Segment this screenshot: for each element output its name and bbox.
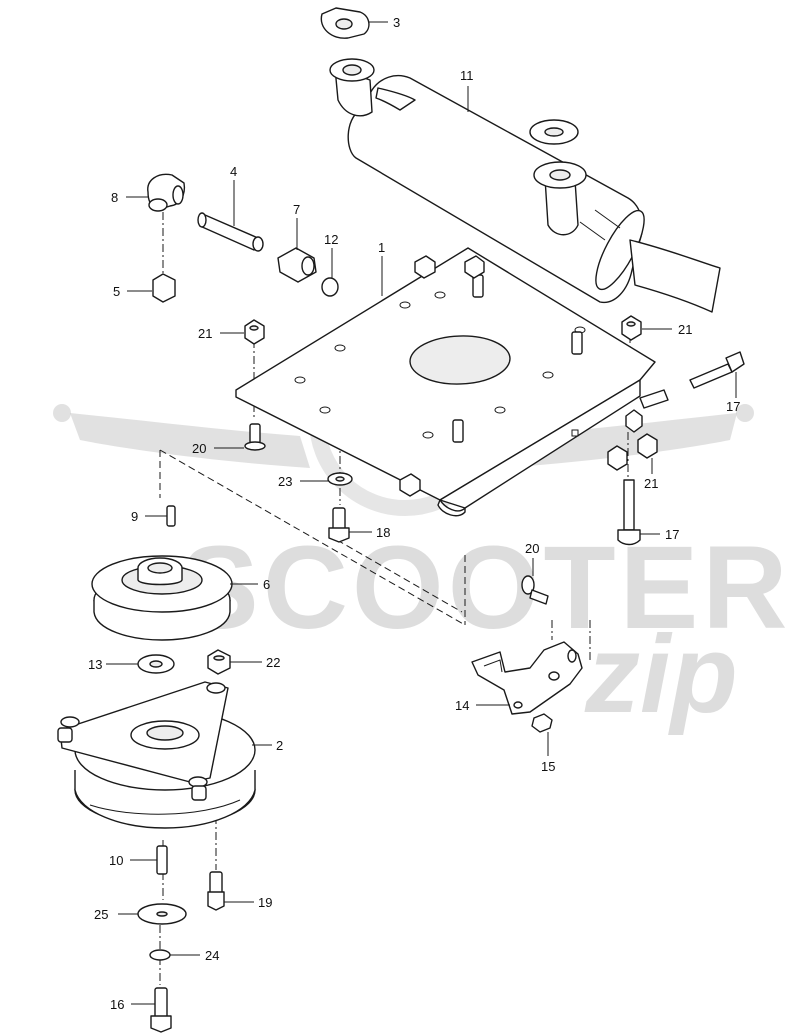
callout-group-8: 8 [111,190,148,205]
washer-23 [327,472,353,486]
callout-15: 15 [541,759,555,774]
callout-group-15: 15 [541,732,555,774]
callout-11: 11 [460,68,474,83]
shoulder-bolt-upper [244,423,266,451]
flange-nuts [244,315,658,471]
callout-25: 25 [94,907,108,922]
callout-6: 6 [263,577,270,592]
callout-group-23: 23 [278,474,328,489]
callout-17-upper: 17 [726,399,740,414]
callout-group-19: 19 [224,895,272,910]
callout-group-4: 4 [230,164,237,226]
callout-group-17a: 17 [726,372,740,414]
callout-20-upper: 20 [192,441,206,456]
callout-group-17b: 17 [640,527,679,542]
shoulder-bolt-lower [521,575,549,605]
callout-group-11: 11 [460,68,474,112]
spacer-19 [207,871,225,911]
callout-group-13: 13 [88,657,138,672]
callout-group-12: 12 [324,232,338,278]
callout-group-16: 16 [110,997,155,1012]
callout-17-lower: 17 [665,527,679,542]
callout-group-7: 7 [293,202,300,250]
callout-group-2: 2 [252,738,283,753]
callout-19: 19 [258,895,272,910]
callout-16: 16 [110,997,124,1012]
callout-group-6: 6 [230,577,270,592]
callout-22: 22 [266,655,280,670]
callout-group-20b: 20 [525,541,539,576]
gasket-top [320,7,370,39]
key-10 [156,845,168,875]
callout-group-24: 24 [170,948,219,963]
pulley [91,555,233,641]
lock-washer-24 [149,949,171,961]
callout-9: 9 [131,509,138,524]
callout-3: 3 [393,15,400,30]
callout-23: 23 [278,474,292,489]
callout-group-18: 18 [349,525,390,540]
callout-5: 5 [113,284,120,299]
bracket [471,641,583,715]
engine-mount-plate [235,247,656,517]
callout-12: 12 [324,232,338,247]
watermark-brand: SCOOTER [180,522,792,654]
callout-20-lower: 20 [525,541,539,556]
callout-1: 1 [378,240,385,255]
callout-13: 13 [88,657,102,672]
callout-group-1: 1 [378,240,385,296]
long-bolt-lower [617,479,641,546]
screw-15 [531,713,553,733]
electric-clutch [57,681,256,829]
callout-21-lower: 21 [644,476,658,491]
callout-group-3: 3 [368,15,400,30]
key-9 [166,505,176,527]
watermark-script: zip [584,613,738,736]
callout-14: 14 [455,698,469,713]
callout-24: 24 [205,948,219,963]
muffler [329,58,721,313]
callout-group-22: 22 [230,655,280,670]
callout-group-25: 25 [94,907,138,922]
callout-21-right: 21 [678,322,692,337]
bolt-18 [328,507,350,543]
exhaust-fittings [147,173,339,303]
nut-22 [207,649,231,675]
callout-group-5: 5 [113,284,152,299]
callout-group-14: 14 [455,698,510,713]
callout-group-21c: 21 [644,458,658,491]
callout-group-9: 9 [131,509,167,524]
callout-group-21a: 21 [198,326,244,341]
washer-13 [137,654,175,674]
callout-18: 18 [376,525,390,540]
callout-10: 10 [109,853,123,868]
callout-group-20a: 20 [192,441,244,456]
callout-group-10: 10 [109,853,157,868]
callout-21-left: 21 [198,326,212,341]
callout-4: 4 [230,164,237,179]
callout-8: 8 [111,190,118,205]
bolt-16 [150,987,172,1033]
callout-2: 2 [276,738,283,753]
long-bolt-upper [639,351,745,409]
callout-group-21b: 21 [642,322,692,337]
washer-25 [137,903,187,925]
callout-7: 7 [293,202,300,217]
